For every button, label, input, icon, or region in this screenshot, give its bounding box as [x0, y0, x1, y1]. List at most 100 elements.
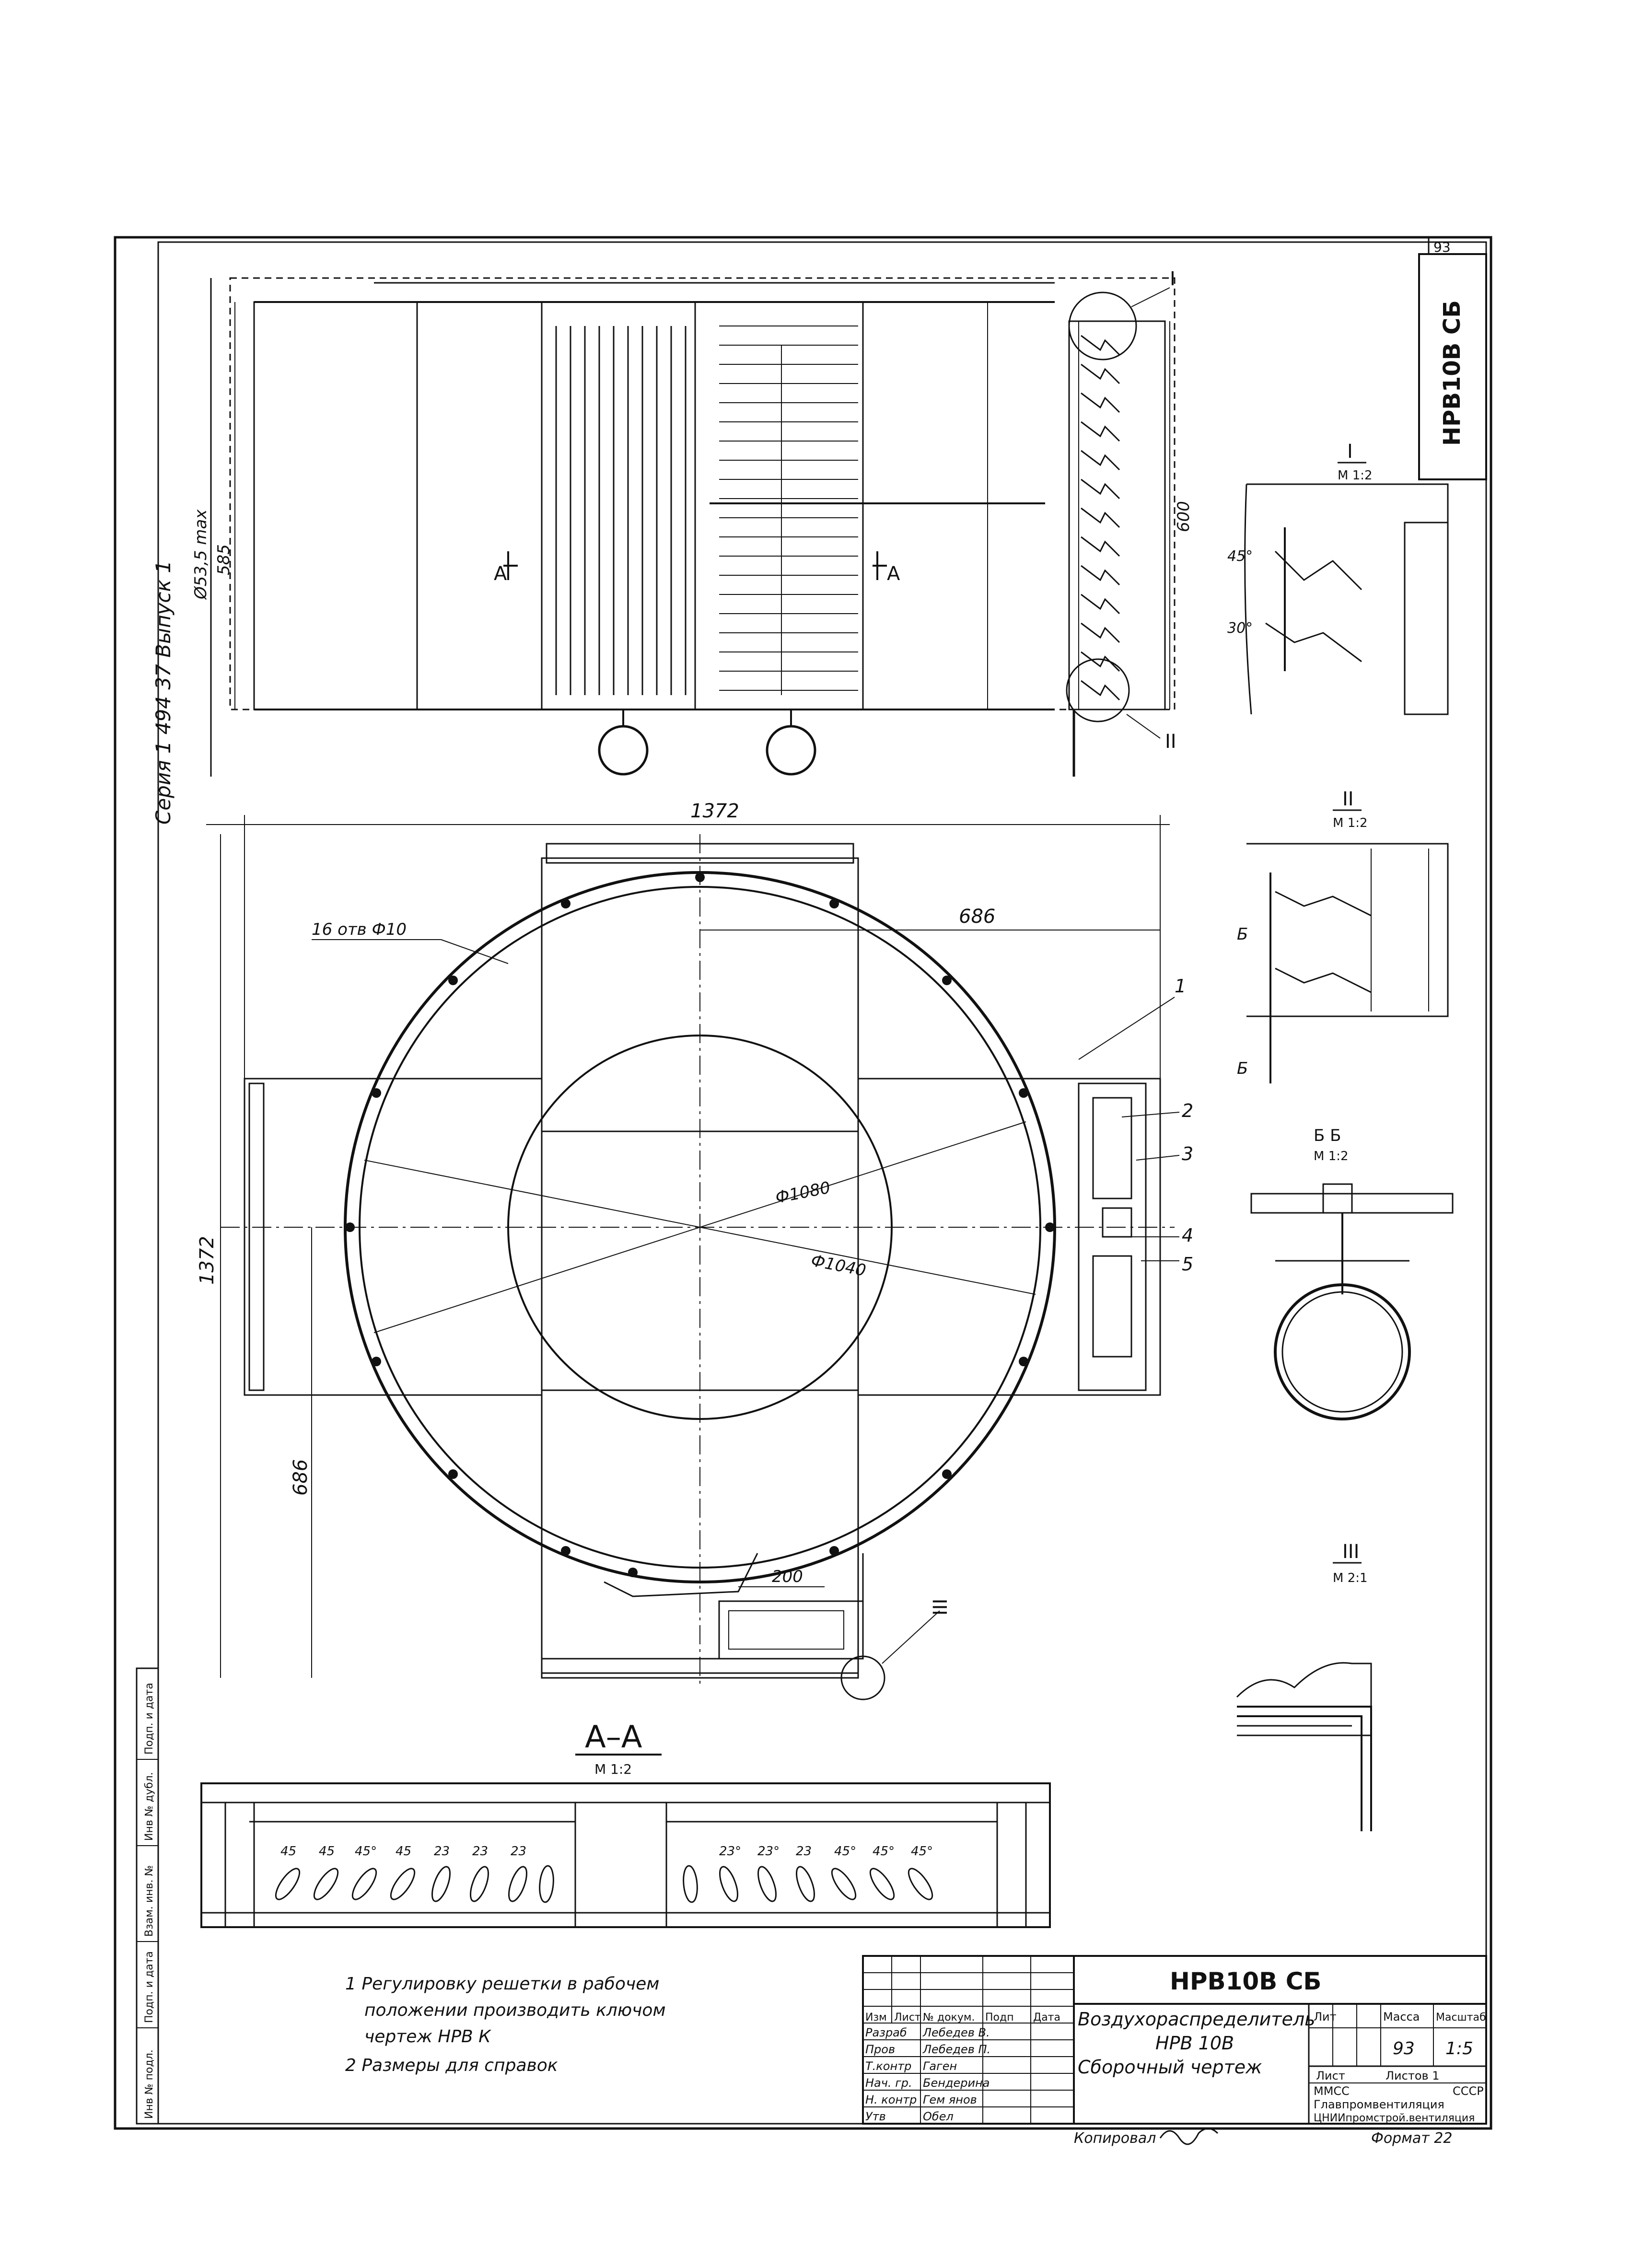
tb-col-mass: Масса — [1383, 2010, 1420, 2024]
tb-org-1b: СССР — [1453, 2084, 1484, 2098]
section-mark-a-left: А — [494, 563, 507, 585]
detail-2-mark-a: Б — [1237, 925, 1248, 944]
sheet-frame: 93 — [114, 236, 1492, 2130]
angle-left-5: 23 — [434, 1844, 450, 1859]
clamp-ring-right — [766, 725, 816, 776]
detail-bb-title: Б Б — [1314, 1126, 1341, 1145]
tb-role-5: Н. контр — [865, 2093, 917, 2106]
stamp-cell-1: Инв № подл. — [143, 2049, 155, 2119]
detail-1-angle-b: 30° — [1227, 620, 1253, 637]
detail-bb: Б Б М 1:2 — [1250, 1126, 1454, 1420]
stamp-cell-3: Взам. инв. № — [143, 1865, 155, 1937]
dim-right: 600 — [1174, 501, 1193, 532]
section-aa: А–А М 1:2 45 45 — [200, 1720, 1051, 1928]
tb-name-4: Бендерина — [923, 2076, 990, 2090]
dim-small: 200 — [772, 1567, 803, 1586]
vertical-louver-blades — [555, 326, 687, 695]
callout-label-2: II — [1165, 731, 1176, 753]
angle-left-3: 45° — [355, 1844, 377, 1859]
holes-note: 16 отв Ф10 — [312, 920, 407, 939]
tb-name-5: Гем янов — [923, 2093, 977, 2106]
detail-2: II М 1:2 Б Б — [1237, 788, 1449, 1083]
tb-scale-value: 1:5 — [1445, 2039, 1473, 2059]
callout-circle-2 — [1066, 658, 1130, 722]
stamp-cell-4: Инв № дубл. — [143, 1772, 155, 1841]
angle-right-2: 23° — [757, 1844, 780, 1859]
side-code-box: НРВ10В СБ — [1418, 253, 1487, 480]
sheet-number: 93 — [1433, 239, 1451, 255]
tb-role-1: Разраб — [865, 2026, 907, 2039]
clamp-ring-detail — [1274, 1283, 1411, 1420]
detail-1: I М 1:2 45° 30° — [1227, 441, 1449, 715]
copier-signature — [1159, 2128, 1219, 2145]
angle-right-6: 45° — [911, 1844, 933, 1859]
section-aa-title: А–А — [585, 1720, 642, 1755]
clamp-ring-left — [598, 725, 649, 776]
arm-left — [244, 1078, 543, 1396]
angle-right-3: 23 — [796, 1844, 812, 1859]
section-mark-a-right: А — [887, 563, 900, 585]
dim-height-inner: 585 — [214, 544, 233, 575]
detail-1-title: I — [1347, 441, 1353, 463]
tb-head-sign: Подп — [985, 2012, 1014, 2024]
angle-right-1: 23° — [719, 1844, 741, 1859]
tb-sheets: Листов 1 — [1386, 2069, 1440, 2082]
dim-width: 1372 — [690, 800, 739, 822]
tb-head-doc: № докум. — [923, 2012, 975, 2024]
format-label: Формат 22 — [1371, 2130, 1452, 2147]
dim-half-right: 686 — [959, 906, 995, 928]
tb-name-line-3: Сборочный чертеж — [1078, 2057, 1262, 2078]
position-2: 2 — [1182, 1100, 1193, 1121]
detail-3-scale: М 2:1 — [1333, 1571, 1368, 1585]
notes: 1 Регулировку решетки в рабочем положени… — [345, 1974, 666, 2075]
angle-right-5: 45° — [873, 1844, 895, 1859]
section-aa-angle-labels: 45 45 45° 45 23 23 23 23° 23° 23 45° 45°… — [280, 1844, 933, 1859]
callout-circle-3 — [840, 1655, 885, 1700]
left-stamp: Подп. и дата Инв № дубл. Взам. инв. № По… — [136, 1667, 159, 2125]
tb-role-4: Нач. гр. — [865, 2076, 912, 2090]
section-aa-blades — [275, 1865, 933, 1903]
tb-role-6: Утв — [865, 2110, 886, 2123]
top-view: I II А А Ø53,5 max 585 600 — [191, 268, 1193, 777]
detail-2-title: II — [1342, 788, 1354, 810]
tb-role-3: Т.контр — [865, 2059, 911, 2073]
tb-org-3: ЦНИИпромстрой.вентиляция — [1314, 2112, 1475, 2124]
title-block-grid — [863, 1956, 1074, 2124]
side-code-text: НРВ10В СБ — [1439, 300, 1466, 446]
detail-2-scale: М 1:2 — [1333, 816, 1368, 830]
bolt-holes — [345, 872, 1055, 1577]
angle-left-4: 45 — [396, 1844, 411, 1859]
detail-2-mark-b: Б — [1237, 1059, 1248, 1078]
note-line-1: 1 Регулировку решетки в рабочем — [345, 1974, 659, 1994]
tb-col-scale: Масштаб — [1436, 2012, 1486, 2024]
angle-right-4: 45° — [834, 1844, 856, 1859]
tb-name-2: Лебедев П. — [922, 2043, 990, 2056]
plan-view: Ф1080 Ф1040 III 1372 1372 686 686 200 16… — [196, 800, 1193, 1700]
tb-name-6: Обел — [923, 2110, 954, 2123]
position-3: 3 — [1182, 1143, 1193, 1164]
position-4: 4 — [1182, 1225, 1193, 1246]
angle-left-2: 45 — [319, 1844, 335, 1859]
tb-name-line-1: Воздухораспределитель — [1078, 2009, 1316, 2030]
tb-name-3: Гаген — [923, 2059, 957, 2073]
angle-left-6: 23 — [472, 1844, 488, 1859]
tb-head-izm: Изм — [865, 2012, 887, 2024]
callout-label-3: III — [930, 1599, 952, 1616]
callout-label-1: I — [1170, 268, 1176, 290]
tb-mass-value: 93 — [1393, 2039, 1415, 2059]
horizontal-louver-blades — [710, 326, 1045, 695]
detail-1-scale: М 1:2 — [1338, 468, 1373, 483]
diameter-outer: Ф1080 — [774, 1178, 832, 1207]
section-aa-scale: М 1:2 — [594, 1761, 632, 1777]
series-text: Серия 1 494 37 Выпуск 1 — [151, 560, 175, 825]
copied-label: Копировал — [1074, 2130, 1156, 2147]
detail-3: III М 2:1 — [1236, 1541, 1372, 1831]
tb-sheet: Лист — [1316, 2069, 1345, 2082]
detail-3-title: III — [1342, 1541, 1359, 1563]
dim-height: 1372 — [196, 1236, 218, 1285]
detail-bb-scale: М 1:2 — [1314, 1149, 1349, 1163]
stamp-cell-5: Подп. и дата — [143, 1683, 155, 1755]
tb-head-list: Лист — [894, 2012, 921, 2024]
tb-name-line-2: НРВ 10В — [1155, 2033, 1234, 2054]
